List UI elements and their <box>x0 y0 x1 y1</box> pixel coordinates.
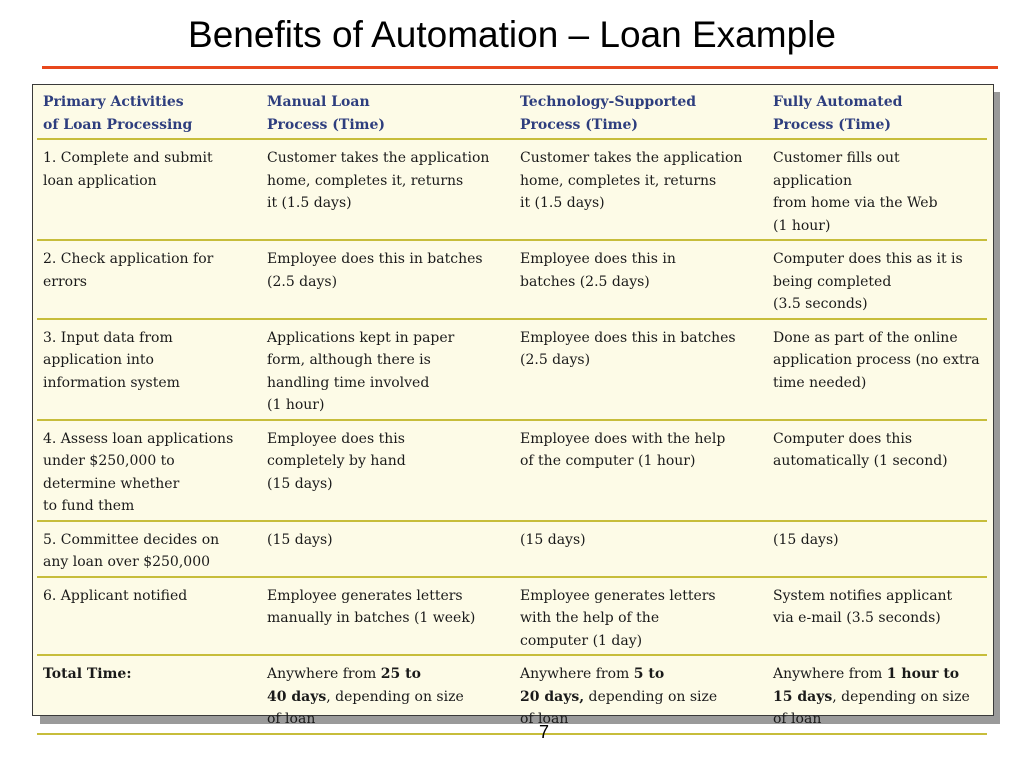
total-time-row: Total Time: Anywhere from 25 to 40 days,… <box>37 655 987 734</box>
total-time-automated: Anywhere from 1 hour to 15 days, dependi… <box>773 666 970 727</box>
fully-automated-cell: (15 days) <box>773 531 839 548</box>
table-row: 6. Applicant notified Employee generates … <box>37 577 987 655</box>
slide-title: Benefits of Automation – Loan Example <box>188 14 836 55</box>
tech-supported-cell: (15 days) <box>520 531 586 548</box>
title-divider <box>42 66 998 69</box>
manual-process-cell: Employee does this in batches(2.5 days) <box>267 251 483 290</box>
manual-process-cell: (15 days) <box>267 531 333 548</box>
total-time-tech: Anywhere from 5 to 20 days, depending on… <box>520 666 718 727</box>
tech-supported-cell: Employee does this in batches(2.5 days) <box>520 329 736 369</box>
page-number: 7 <box>538 722 549 742</box>
total-time-label: Total Time: <box>43 666 132 682</box>
activity-cell: 6. Applicant notified <box>43 587 188 604</box>
total-time-manual: Anywhere from 25 to 40 days, depending o… <box>267 666 464 727</box>
